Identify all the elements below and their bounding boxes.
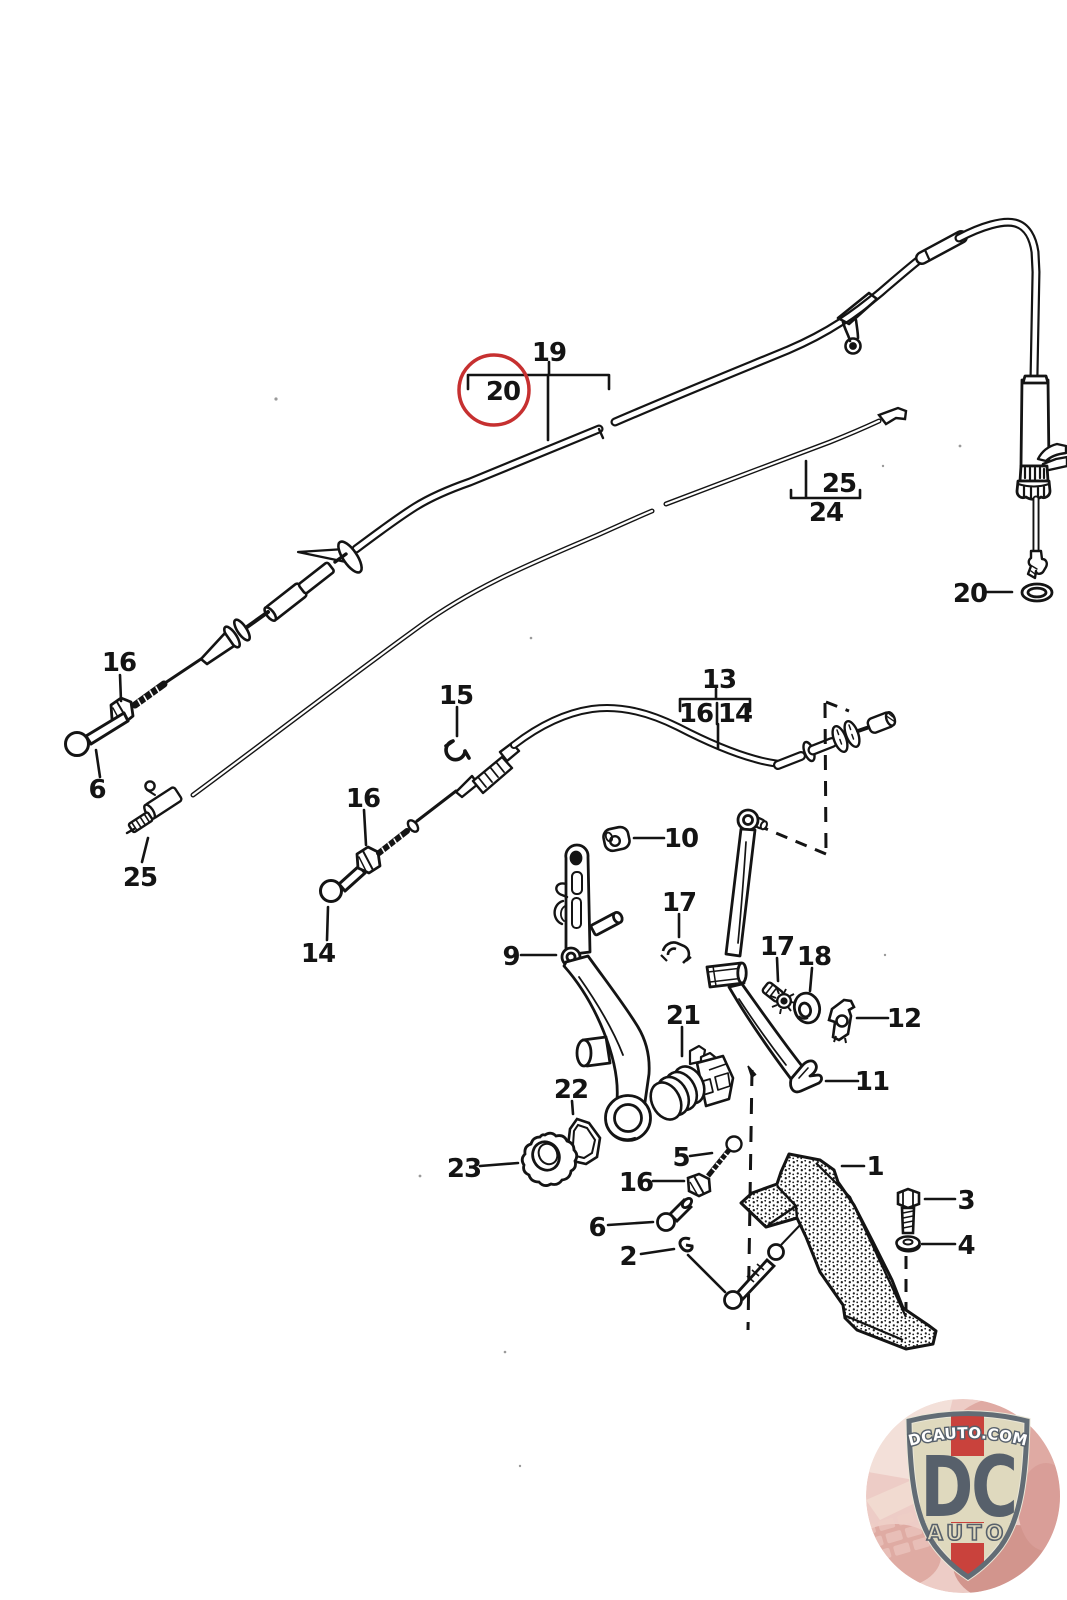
callout-25-right: 25 [822,469,856,499]
cable-adjuster-end [1015,374,1067,603]
star-washer [770,988,797,1015]
vacuum-valve-21 [649,1044,735,1121]
callout-3: 3 [957,1186,974,1216]
callout-11: 11 [855,1067,889,1097]
ring-nut-23 [520,1131,579,1187]
callout-25-left: 25 [123,863,157,893]
callout-15: 15 [439,681,473,711]
accelerator-cable-13 [319,703,897,903]
callout-16-bracket: 16 [679,699,713,729]
logo-brand: AUTO [927,1521,1008,1545]
callout-1: 1 [866,1152,883,1182]
callout-23: 23 [447,1154,481,1184]
hex-bolt-3 [896,1187,921,1235]
callout-20-right: 20 [953,579,987,609]
callout-19: 19 [532,338,566,368]
callout-21: 21 [666,1001,700,1031]
callout-labels: 19 20 25 24 20 16 6 25 15 13 16 14 16 14… [88,338,988,1272]
assembly-guide-dashes [746,700,908,1331]
washer-4 [895,1235,921,1253]
callout-14: 14 [301,939,335,969]
cable-end-sleeve [131,552,348,709]
firewall-grommet [296,540,363,574]
ball-pin-14 [319,864,367,903]
callout-18: 18 [797,942,831,972]
hex-nut-16-bottom [686,1172,712,1198]
cable-sheath-left-segment [351,424,605,554]
rod-24-right-segment [663,406,908,507]
callout-12: 12 [887,1004,921,1034]
cable-sheath-top-bend [954,217,1041,381]
cable-13-adjuster-fittings [773,710,897,770]
rod-24-flag-end [877,406,908,426]
callout-6-bottom: 6 [588,1213,605,1243]
cable-clamp-bracket [836,291,879,355]
clamp-17 [660,941,692,964]
callout-16-upper-left: 16 [102,648,136,678]
lever-9-boss [575,1035,612,1068]
relay-lever-9 [553,843,652,1142]
callout-17-clamp: 17 [662,888,696,918]
callout-16-mid: 16 [346,784,380,814]
callout-6-upper-left: 6 [88,775,105,805]
rod-24-left-segment [190,508,655,798]
retaining-clip-15 [444,739,471,762]
spring-clip-12 [827,998,856,1044]
adjuster-25-left [125,780,183,835]
logo-monogram: DC [920,1438,1015,1536]
cap-nut-10 [602,825,631,853]
callout-10: 10 [664,824,698,854]
cable-13-sheath [510,703,783,768]
screw-5 [706,1135,743,1178]
hook-clip-2 [678,1236,694,1253]
dcauto-watermark: DCAUTO.COM DC AUTO [866,1399,1060,1593]
lever-9-eye [604,1094,652,1142]
ball-pin-6-upper-left [64,711,130,757]
callout-9: 9 [502,942,519,972]
callout-leaders [94,360,1014,1294]
link-rod-ball-ends [723,1222,803,1310]
cable-sheath-right-segment [610,251,929,427]
inner-rod-24 [190,406,908,798]
callout-24-right: 24 [809,498,843,528]
o-ring-20 [1020,582,1054,603]
callout-16-bottom: 16 [619,1168,653,1198]
grommet-18 [792,991,822,1025]
callout-22: 22 [554,1075,588,1105]
ball-bolt-6-bottom [656,1196,694,1232]
highlight-circle [457,353,531,427]
hex-nut-16-mid [355,845,382,875]
scan-speckles [274,397,962,1468]
pedal-axis-dash [746,1069,754,1331]
callout-17-screw: 17 [760,932,794,962]
pedal-bracket-1 [739,1152,938,1351]
callout-13: 13 [702,665,736,695]
pedal-lever-11 [705,808,823,1094]
callout-20-circled: 20 [486,377,520,407]
callout-14-bracket: 14 [718,699,752,729]
callout-2: 2 [619,1242,636,1272]
dash-arrowhead [747,1065,757,1079]
callout-5: 5 [672,1143,689,1173]
callout-4: 4 [957,1231,974,1261]
screw-17-star-washer [761,981,797,1015]
throttle-cable-assembly [64,217,1067,757]
lever-11-fork-foot [789,1059,823,1094]
logo-shield: DCAUTO.COM DC AUTO [905,1410,1031,1582]
